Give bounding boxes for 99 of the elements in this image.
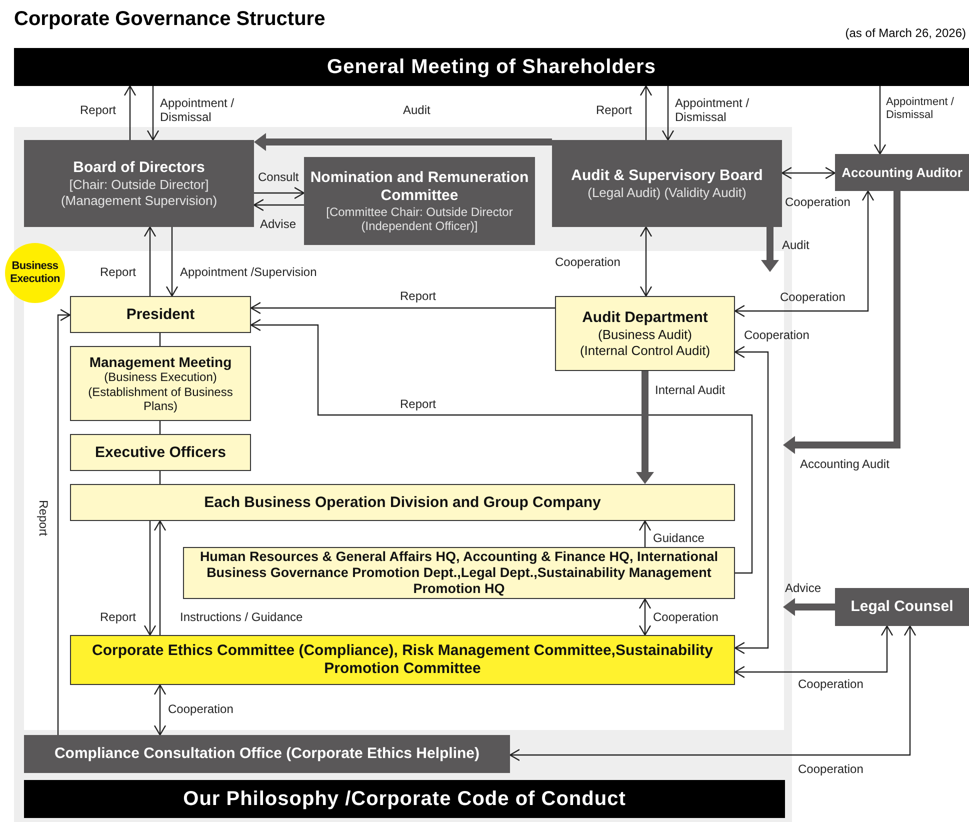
box-heading: General Meeting of Shareholders	[327, 55, 656, 79]
arrow	[124, 85, 136, 140]
edge-label: Internal Audit	[655, 383, 726, 398]
edge-label: Cooperation	[555, 255, 620, 270]
edge-label: Appointment / Dismissal	[160, 96, 236, 125]
auditor-box	[835, 154, 969, 191]
edge-label: Appointment /Supervision	[180, 265, 317, 280]
box-subtext: (Internal Control Audit)	[580, 342, 710, 358]
arrow	[734, 346, 769, 654]
executive-box	[70, 434, 251, 471]
arrow	[761, 227, 779, 272]
edge-label: Cooperation	[780, 290, 846, 304]
edge-label: Report	[100, 610, 136, 624]
arrow	[166, 227, 178, 297]
box-heading: Human Resources & General Affairs HQ, Accounting & Finance HQ, International Business Governance Promotion Dept.,Legal Dept.,Sustainability Management Promotion HQ	[198, 548, 720, 598]
arrow	[253, 198, 304, 212]
diagram-title: Corporate Governance Structure	[14, 8, 326, 31]
box-subtext: (Establishment of Business Plans)	[87, 384, 234, 414]
meeting-box	[70, 346, 251, 421]
arrow	[638, 598, 652, 636]
connector-line	[159, 471, 161, 484]
box-heading: President	[126, 306, 195, 324]
box-heading: Business Execution	[9, 260, 61, 286]
arrow	[144, 226, 156, 296]
arrow	[636, 371, 654, 484]
edge-label: Advise	[260, 217, 296, 232]
arrow	[146, 86, 160, 141]
edge-label: Appointment / Dismissal	[886, 96, 955, 122]
edge-label: Report	[36, 500, 50, 536]
arrow	[640, 226, 652, 297]
executive-box	[70, 296, 251, 333]
edge-label: Appointment / Dismissal	[675, 96, 750, 125]
edge-label: Cooperation	[798, 762, 864, 776]
box-heading: Accounting Auditor	[842, 164, 962, 180]
edge-label: Advice	[785, 581, 822, 596]
arrow	[783, 598, 835, 616]
committee-box	[70, 635, 735, 685]
edge-label: Cooperation	[785, 195, 850, 210]
arrow	[509, 625, 916, 762]
counsel-box	[835, 588, 969, 626]
arrow	[250, 302, 555, 314]
arrow	[662, 86, 674, 141]
box-heading: Management Meeting	[89, 354, 232, 370]
box-subtext: (Business Execution)	[104, 370, 217, 385]
philosophy-band	[24, 780, 785, 818]
edge-label: Report	[400, 289, 436, 304]
arrow	[783, 191, 900, 454]
board-box	[552, 140, 782, 227]
box-heading: Legal Counsel	[850, 598, 954, 616]
arrow	[154, 520, 166, 635]
office-box	[24, 735, 510, 773]
box-heading: Audit & Supervisory Board	[571, 166, 763, 185]
arrow	[254, 133, 552, 151]
box-subtext: [Committee Chair: Outside Director (Independent Officer)]	[325, 204, 514, 234]
edge-label: Cooperation	[744, 328, 810, 342]
arrow	[640, 85, 652, 140]
box-heading: Board of Directors	[73, 158, 205, 177]
edge-label: Report	[400, 397, 436, 412]
edge-label: Audit	[403, 103, 430, 118]
edge-label: Audit	[782, 238, 810, 252]
box-heading: Executive Officers	[95, 444, 226, 462]
division-box	[70, 484, 735, 521]
edge-label: Instructions / Guidance	[180, 610, 303, 624]
edge-label: Cooperation	[168, 702, 234, 716]
arrow	[781, 166, 836, 180]
edge-label: Consult	[258, 170, 299, 184]
board-box	[24, 140, 254, 227]
edge-label: Report	[596, 103, 632, 118]
arrow	[154, 684, 166, 736]
box-subtext: (Legal Audit) (Validity Audit)	[588, 184, 746, 200]
connector-line	[159, 333, 161, 346]
arrow	[734, 625, 894, 678]
edge-label: Accounting Audit	[800, 457, 890, 472]
arrow	[874, 86, 886, 155]
box-heading: Compliance Consultation Office (Corporate Ethics Helpline)	[54, 745, 480, 763]
box-subtext: (Business Audit)	[598, 326, 692, 342]
arrow	[734, 190, 874, 318]
box-heading: Nomination and Remuneration Committee	[309, 168, 530, 205]
box-subtext: (Management Supervision)	[60, 192, 218, 208]
edge-label: Guidance	[653, 531, 704, 546]
edge-label: Report	[100, 265, 136, 280]
edge-label: Cooperation	[653, 610, 718, 624]
shareholders-meeting-band	[14, 48, 969, 86]
arrow	[254, 186, 305, 200]
committee-box	[304, 157, 535, 245]
arrow	[250, 318, 753, 574]
edge-label: Cooperation	[798, 677, 864, 692]
box-heading: Each Business Operation Division and Group Company	[204, 494, 601, 512]
box-subtext: [Chair: Outside Director]	[69, 176, 209, 192]
department-box	[555, 296, 735, 371]
arrow	[57, 308, 71, 735]
edge-label: Report	[80, 103, 116, 118]
box-heading: Our Philosophy /Corporate Code of Conduct	[183, 787, 626, 811]
date-note: (as of March 26, 2026)	[845, 26, 966, 40]
arrow	[144, 521, 156, 636]
box-heading: Audit Department	[582, 308, 708, 327]
connector-line	[159, 421, 161, 434]
arrow	[638, 520, 652, 547]
box-heading: Corporate Ethics Committee (Compliance), Risk Management Committee,Sustainability Promotion Committee	[91, 642, 714, 678]
